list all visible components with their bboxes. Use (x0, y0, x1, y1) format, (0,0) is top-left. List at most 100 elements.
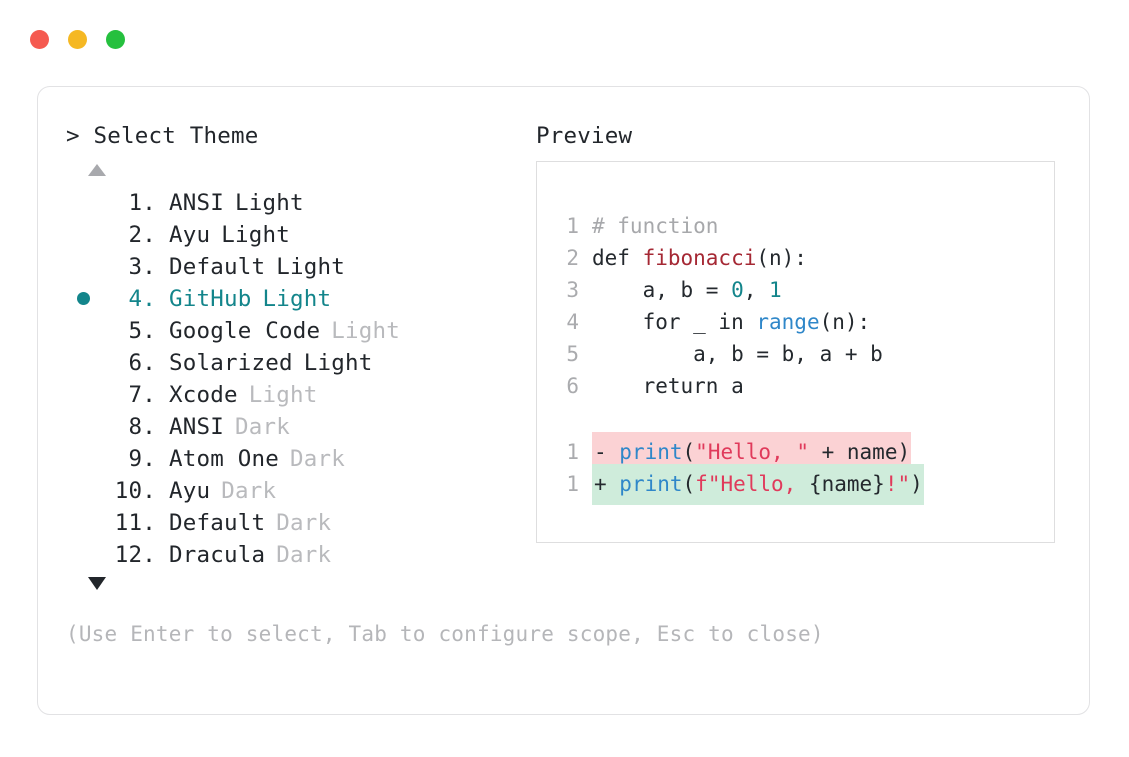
theme-item-variant: Light (262, 285, 332, 312)
theme-item-index: 2. (128, 221, 156, 248)
theme-list-item[interactable]: 8. ANSI Dark (66, 411, 536, 443)
theme-item-name: Atom One (169, 445, 279, 472)
diff-block: 1- print("Hello, " + name)1+ print(f"Hel… (557, 431, 1054, 505)
code-token: , (743, 277, 770, 302)
theme-list-item[interactable]: 1. ANSI Light (66, 187, 536, 219)
theme-item-name: GitHub (169, 285, 252, 312)
theme-list-item[interactable]: 12. Dracula Dark (66, 539, 536, 571)
code-token: fibonacci (642, 245, 757, 270)
code-token: "Hello, " (695, 439, 809, 464)
diff-sign: + (594, 471, 620, 496)
diff-line-add: 1 + print(f"Hello, {name}!") (557, 463, 1054, 505)
diff-line-del: 1 - print("Hello, " + name) (557, 431, 1054, 473)
code-token: 0 (731, 277, 744, 302)
code-token: + name) (808, 439, 911, 464)
line-number: 3 (566, 277, 579, 302)
code-token: range (756, 309, 820, 334)
theme-item-variant: Light (235, 189, 304, 216)
code-line: 4 for _ in range(n): (557, 306, 1054, 338)
code-line: 6 return a (557, 370, 1054, 402)
theme-list-item[interactable]: 4. GitHub Light (66, 283, 536, 315)
scroll-down-arrow-icon[interactable] (88, 576, 106, 590)
theme-item-index: 1. (128, 189, 156, 216)
scroll-up-arrow-icon[interactable] (88, 163, 106, 176)
selection-bullet-cell (66, 475, 100, 507)
code-token: a, b = b, a + b (592, 341, 883, 366)
theme-item-variant: Dark (276, 541, 332, 568)
theme-item-index: 12. (114, 541, 156, 568)
selection-bullet-cell (66, 315, 100, 347)
selection-bullet-cell (66, 219, 100, 251)
line-number: 5 (566, 341, 579, 366)
code-token: print (619, 471, 683, 496)
theme-item-name: Default (169, 509, 266, 536)
close-button[interactable] (30, 30, 49, 49)
code-token: for _ in (592, 309, 757, 334)
theme-item-variant: Dark (235, 413, 290, 440)
theme-item-index: 4. (128, 285, 156, 312)
code-line-text: for _ in range(n): (592, 306, 871, 338)
line-number: 1 (566, 213, 579, 238)
theme-item-index: 11. (114, 509, 156, 536)
minimize-button[interactable] (68, 30, 87, 49)
theme-item-variant: Dark (221, 477, 277, 504)
theme-list-item[interactable]: 6. Solarized Light (66, 347, 536, 379)
theme-item-variant: Light (303, 349, 373, 376)
theme-item-index: 8. (128, 413, 156, 440)
maximize-button[interactable] (106, 30, 125, 49)
diff-line-text: - print("Hello, " + name) (592, 431, 912, 473)
line-number: 2 (566, 245, 579, 270)
code-line: 3 a, b = 0, 1 (557, 274, 1054, 306)
theme-item-name: Default (169, 253, 266, 280)
page-title: > Select Theme (66, 123, 259, 149)
theme-list-item[interactable]: 7. Xcode Light (66, 379, 536, 411)
selection-bullet-cell (66, 379, 100, 411)
code-token: {name} (808, 471, 885, 496)
theme-item-variant: Light (331, 317, 400, 344)
theme-item-index: 10. (114, 477, 156, 504)
code-token: return a (592, 373, 744, 398)
code-token: a, b = (592, 277, 732, 302)
code-token: ( (682, 471, 696, 496)
theme-item-index: 7. (128, 381, 156, 408)
code-token: 1 (769, 277, 782, 302)
code-token: !" (884, 471, 911, 496)
diff-line-text: + print(f"Hello, {name}!") (592, 463, 924, 505)
theme-item-name: Dracula (169, 541, 266, 568)
code-line-text: a, b = b, a + b (592, 338, 883, 370)
code-token: f"Hello, (695, 471, 809, 496)
theme-item-name: Google Code (169, 317, 321, 344)
theme-item-name: Solarized (169, 349, 293, 376)
theme-item-index: 6. (128, 349, 156, 376)
theme-item-variant: Light (276, 253, 345, 280)
code-line-text: def fibonacci(n): (592, 242, 807, 274)
theme-item-variant: Light (248, 381, 318, 408)
code-token: def (592, 245, 643, 270)
code-line: 1 # function (557, 210, 1054, 242)
line-number: 1 (566, 439, 579, 464)
line-number: 6 (566, 373, 579, 398)
theme-item-name: Xcode (169, 381, 238, 408)
line-number: 1 (566, 471, 579, 496)
keyboard-hint: (Use Enter to select, Tab to configure s… (66, 622, 824, 646)
code-token: ( (682, 439, 696, 464)
selection-bullet-cell (66, 443, 100, 475)
selection-bullet-cell (66, 347, 100, 379)
code-line-text: # function (592, 210, 718, 242)
theme-item-name: ANSI (169, 413, 224, 440)
selection-bullet-cell (66, 411, 100, 443)
theme-item-variant: Light (221, 221, 290, 248)
code-token: (n): (819, 309, 871, 334)
code-token: (n): (756, 245, 807, 270)
theme-item-name: ANSI (169, 189, 224, 216)
